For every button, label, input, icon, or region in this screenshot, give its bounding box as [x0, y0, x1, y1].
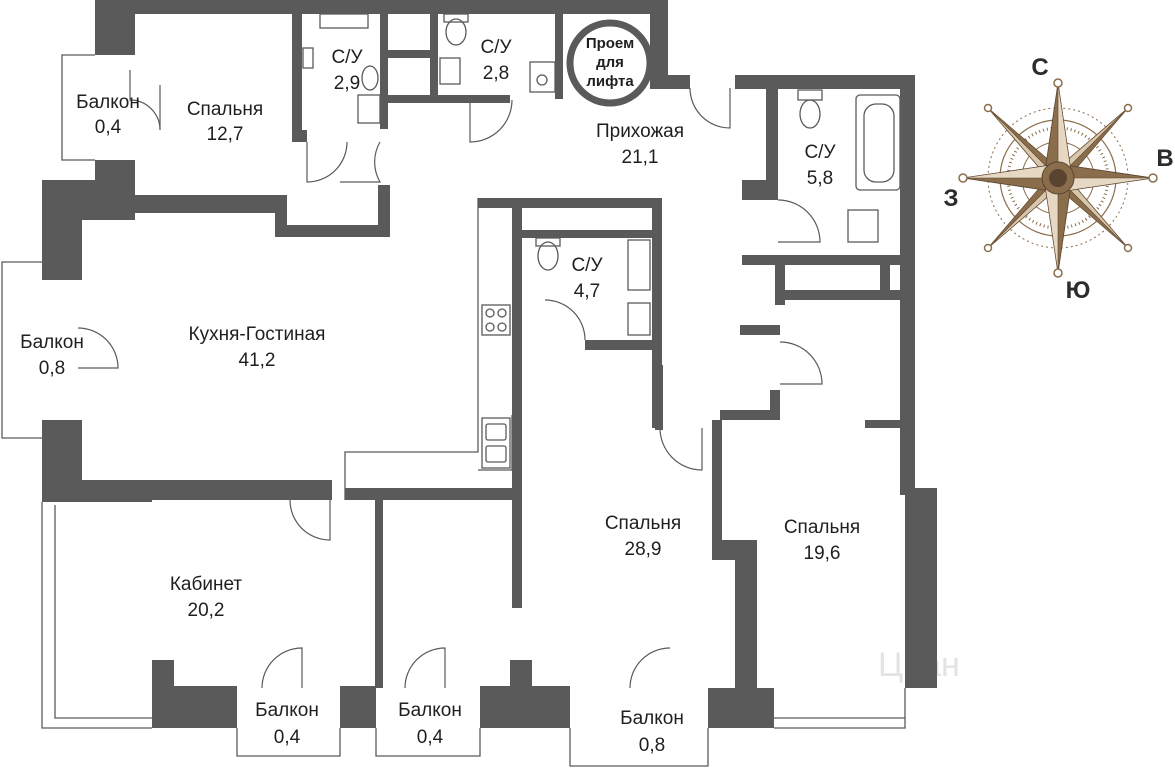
room-name: Балкон — [255, 700, 319, 721]
compass-west-label: З — [943, 185, 958, 212]
compass-north-label: С — [1031, 54, 1048, 81]
room-area: 2,8 — [483, 63, 509, 84]
lift-label: лифта — [586, 73, 634, 90]
room-area: 2,9 — [334, 73, 360, 94]
room-area: 0,4 — [417, 727, 444, 748]
room-area: 5,8 — [807, 168, 833, 189]
room-name: Спальня — [187, 99, 263, 120]
room-area: 0,8 — [639, 735, 665, 756]
room-name: С/У — [804, 142, 836, 163]
room-area: 28,9 — [625, 539, 662, 560]
walls — [42, 0, 937, 728]
room-area: 19,6 — [804, 543, 841, 564]
room-name: Балкон — [398, 700, 462, 721]
room-name: Кабинет — [170, 574, 243, 595]
room-name: Спальня — [605, 513, 681, 534]
lift-opening-circle — [566, 19, 654, 107]
room-area: 41,2 — [239, 350, 276, 371]
room-area: 0,8 — [39, 358, 65, 379]
room-area: 20,2 — [188, 600, 225, 621]
doors — [77, 70, 823, 689]
room-labels: Балкон 0,4 Спальня 12,7 С/У 2,9 С/У 2,8 … — [20, 35, 860, 756]
room-name: С/У — [331, 47, 363, 68]
room-area: 4,7 — [574, 281, 600, 302]
compass-east-label: В — [1156, 145, 1173, 172]
room-area: 0,4 — [274, 727, 301, 748]
room-name: Спальня — [784, 517, 860, 538]
room-name: Кухня-Гостиная — [189, 324, 326, 345]
room-name: С/У — [480, 37, 512, 58]
kitchen-fixtures — [481, 304, 511, 469]
bathroom-fixtures — [302, 13, 901, 336]
compass-south-label: Ю — [1066, 277, 1091, 304]
lift-label: для — [596, 54, 624, 71]
room-name: Балкон — [76, 92, 140, 113]
room-name: Прихожая — [596, 121, 684, 142]
room-name: Балкон — [20, 332, 84, 353]
lift-label: Проем — [586, 35, 634, 52]
room-area: 0,4 — [95, 117, 122, 138]
compass-rose — [958, 78, 1158, 278]
thin-lines — [1, 54, 906, 767]
room-name: С/У — [571, 255, 603, 276]
room-name: Балкон — [620, 708, 684, 729]
room-area: 21,1 — [622, 147, 659, 168]
room-area: 12,7 — [207, 124, 244, 145]
